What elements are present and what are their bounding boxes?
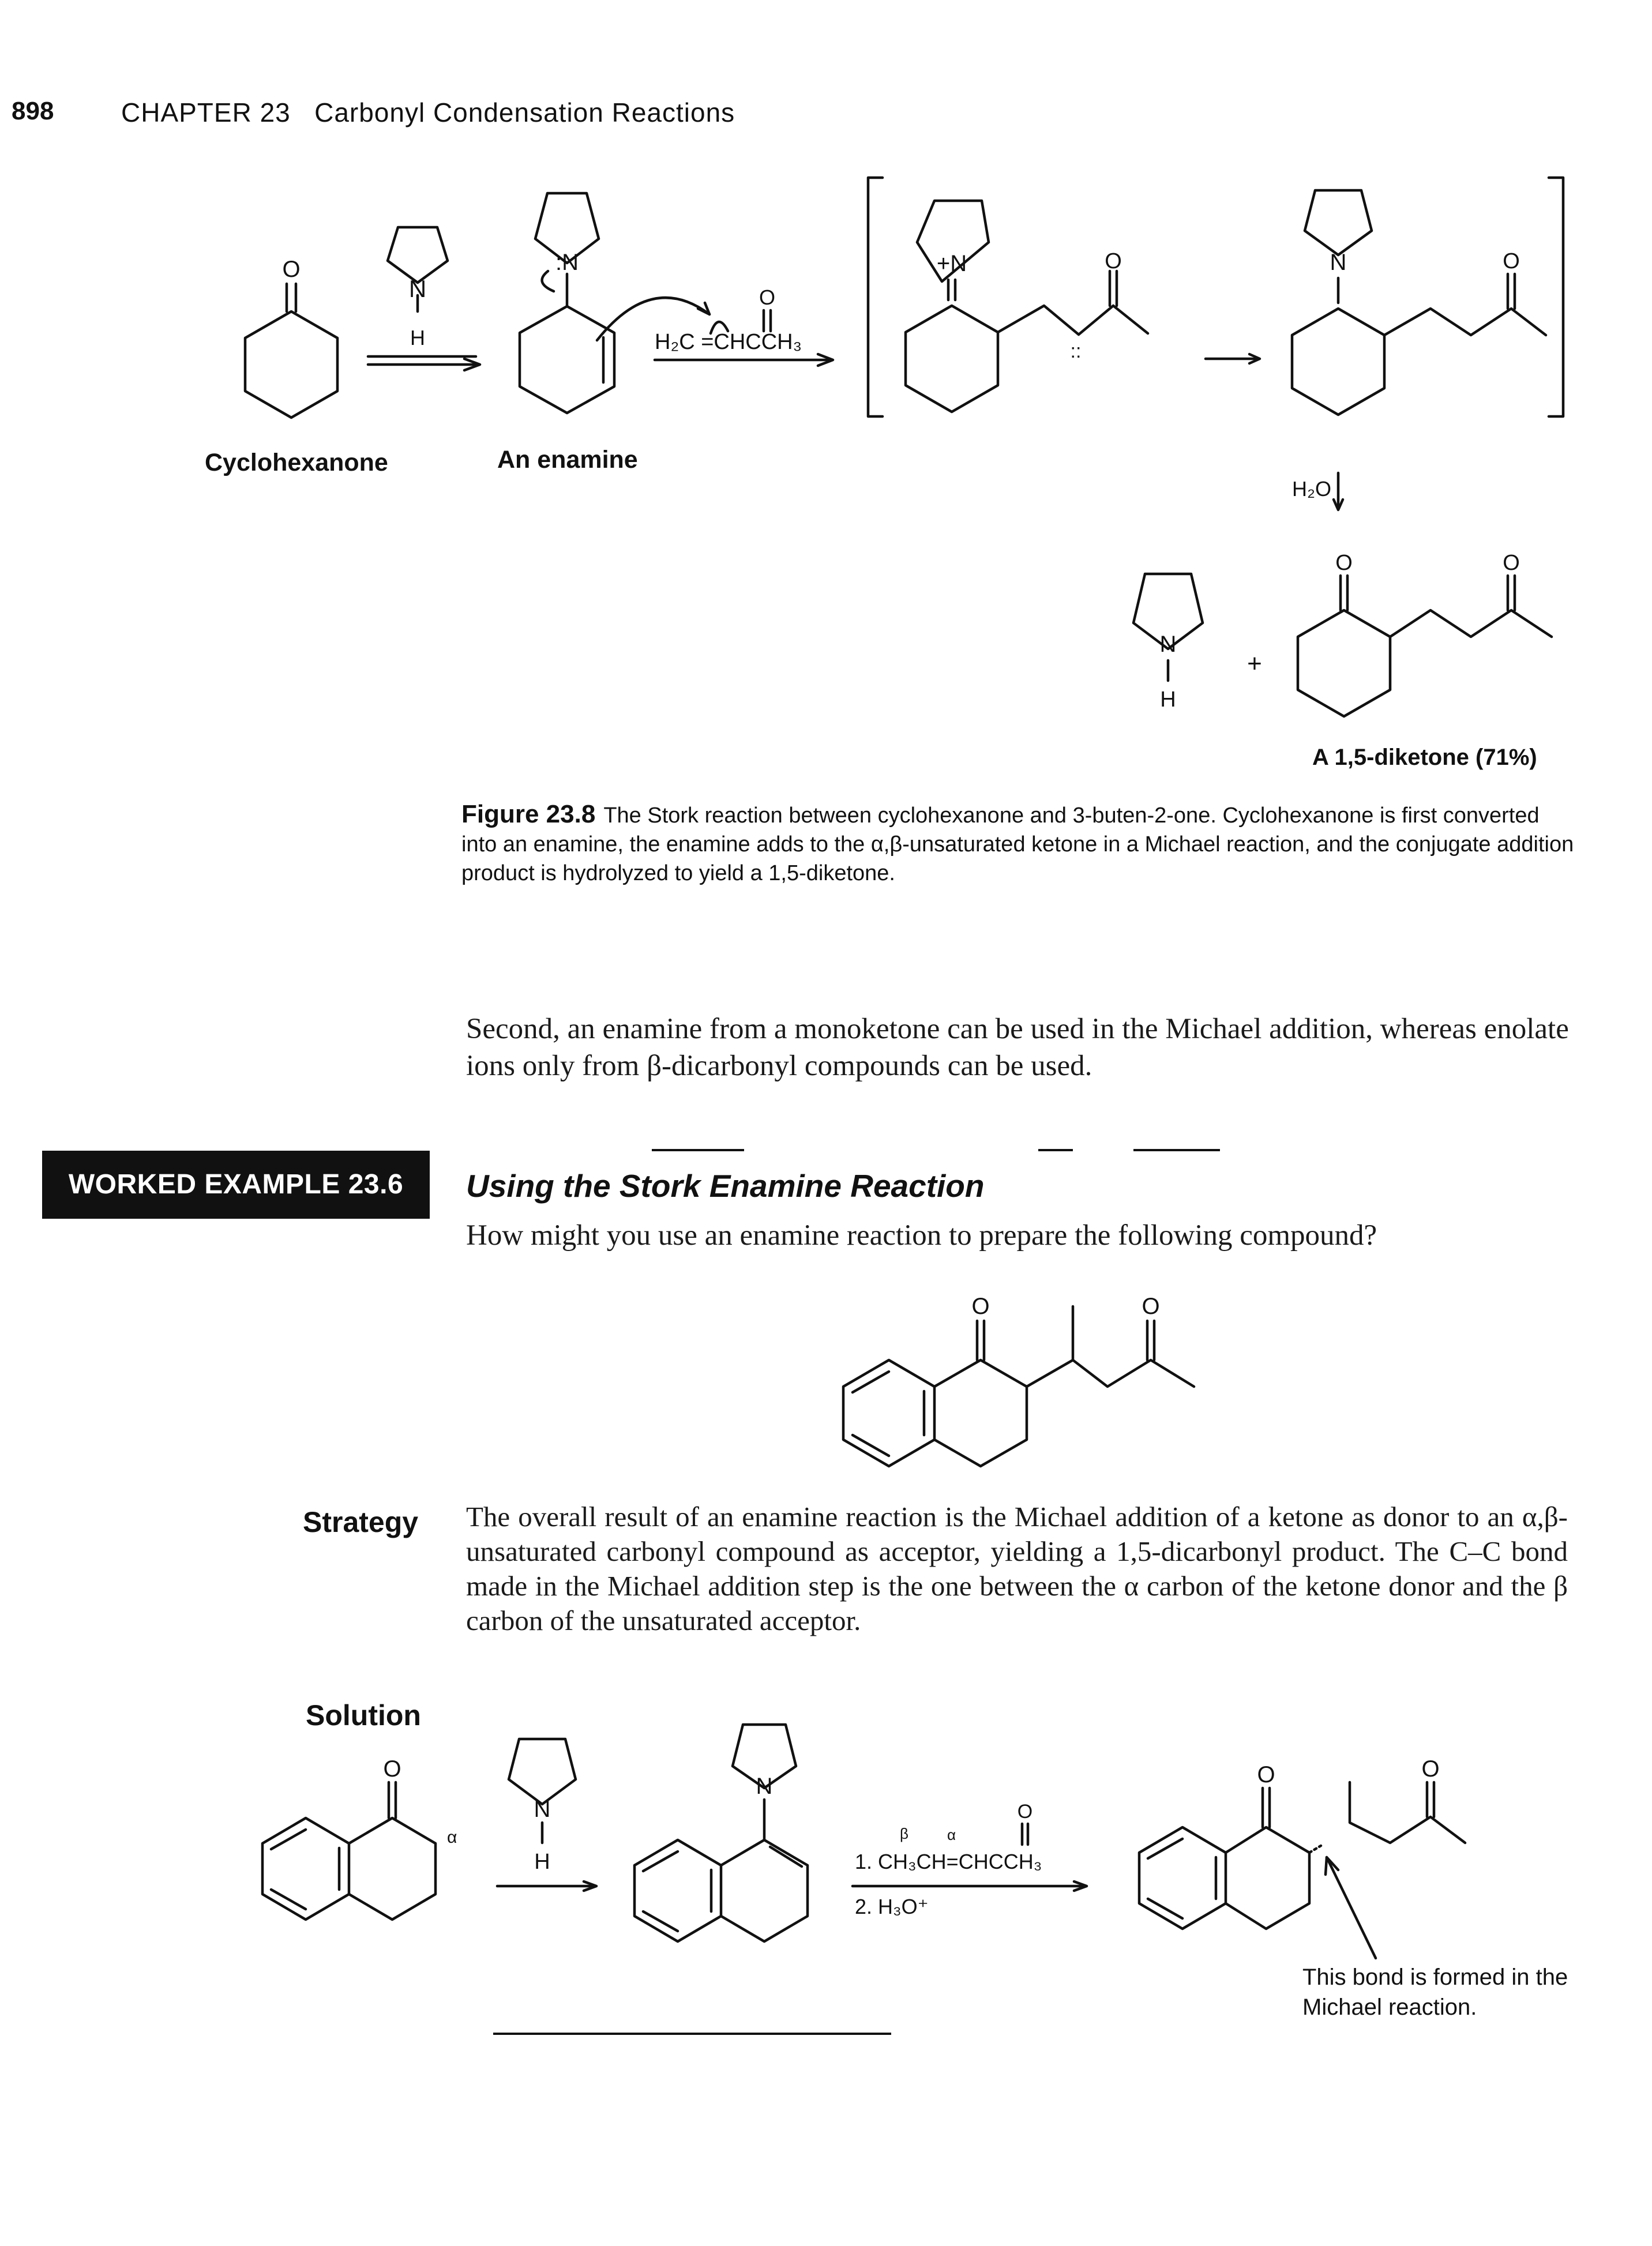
alpha-mark: α bbox=[447, 1828, 457, 1847]
michael-reagents: β α O 1. CH₃CH=CHCCH₃ 2. H₃O⁺ bbox=[851, 1801, 1088, 1918]
plus-sign: + bbox=[1247, 649, 1262, 678]
atom-n-lone-pair: :N bbox=[555, 250, 579, 275]
bond-formed-note: This bond is formed in the Michael react… bbox=[1302, 1965, 1568, 2020]
cyclohexanone-label: Cyclohexanone bbox=[205, 449, 388, 476]
enamine-structure: :N H₂C =CHCCH₃ O bbox=[518, 191, 835, 415]
solution-label: Solution bbox=[306, 1699, 421, 1732]
hydrolysis-products: N H + O O bbox=[1132, 551, 1553, 718]
atom-n: N bbox=[756, 1774, 773, 1799]
atom-o: O bbox=[1503, 249, 1520, 273]
worked-example-title: Using the Stork Enamine Reaction bbox=[466, 1168, 985, 1204]
atom-n: N bbox=[409, 275, 426, 302]
body-paragraph: Second, an enamine from a monoketone can… bbox=[466, 1013, 1569, 1082]
atom-o: O bbox=[1421, 1756, 1439, 1782]
atom-n-plus: +N bbox=[937, 251, 967, 276]
footer-rule bbox=[493, 2033, 891, 2035]
figure-caption-text: The Stork reaction between cyclohexanone… bbox=[461, 803, 1574, 885]
worked-example-badge: WORKED EXAMPLE 23.6 bbox=[42, 1151, 430, 1219]
atom-o: O bbox=[282, 257, 300, 282]
chapter-label: CHAPTER 23 bbox=[121, 97, 291, 127]
michael-acceptor-reagent: H₂C =CHCCH₃ bbox=[655, 330, 802, 354]
reagent-step-2: 2. H₃O⁺ bbox=[855, 1895, 929, 1918]
page-number: 898 bbox=[12, 97, 54, 125]
chapter-title: Carbonyl Condensation Reactions bbox=[314, 97, 735, 127]
strategy-text: The overall result of an enamine reactio… bbox=[466, 1501, 1568, 1636]
atom-h: H bbox=[1160, 688, 1176, 712]
atom-o: O bbox=[1105, 249, 1122, 273]
atom-n: N bbox=[534, 1797, 551, 1822]
enamine-label: An enamine bbox=[497, 446, 638, 474]
atom-o: O bbox=[759, 286, 775, 309]
atom-o: O bbox=[1018, 1801, 1032, 1823]
figure-number: Figure 23.8 bbox=[461, 800, 596, 828]
cyclohexanone-structure: O bbox=[243, 257, 339, 419]
divider bbox=[1133, 1149, 1220, 1151]
atom-o: O bbox=[1257, 1762, 1275, 1787]
bracketed-intermediates: +N O :: N O bbox=[866, 176, 1565, 418]
reagent-step-1: 1. CH₃CH=CHCCH₃ bbox=[855, 1850, 1042, 1873]
pyrrolidine-reagent: N H bbox=[366, 226, 482, 372]
carbanion-dots: :: bbox=[1071, 340, 1082, 362]
atom-o: O bbox=[1335, 551, 1353, 575]
stork-reaction-scheme: O N H :N H₂C =CHCCH₃ O +N O :: bbox=[243, 176, 1565, 718]
worked-example-question: How might you use an enamine reaction to… bbox=[466, 1219, 1377, 1252]
target-compound: O O bbox=[842, 1294, 1196, 1468]
water-label: H₂O bbox=[1292, 477, 1331, 501]
atom-o: O bbox=[1142, 1294, 1159, 1319]
alpha-mark: α bbox=[947, 1826, 956, 1843]
atom-n: N bbox=[1330, 250, 1347, 275]
hydrolysis-step: H₂O bbox=[1292, 471, 1345, 512]
pyrrolidine-reagent: N H bbox=[495, 1737, 598, 1892]
atom-n: N bbox=[1160, 632, 1177, 657]
divider bbox=[1038, 1149, 1073, 1151]
bond-pointer-arrow bbox=[1325, 1856, 1377, 1960]
atom-o: O bbox=[971, 1294, 989, 1319]
strategy-label: Strategy bbox=[303, 1506, 419, 1538]
diketone-label: A 1,5-diketone (71%) bbox=[1312, 745, 1537, 770]
running-header: CHAPTER 23 Carbonyl Condensation Reactio… bbox=[121, 97, 735, 128]
tetralone-structure: O α bbox=[261, 1756, 457, 1921]
atom-o: O bbox=[1503, 551, 1520, 575]
atom-o: O bbox=[383, 1756, 401, 1782]
solution-product: O O bbox=[1137, 1756, 1467, 1960]
enamine-product: N bbox=[633, 1723, 809, 1943]
beta-mark: β bbox=[900, 1825, 908, 1842]
solution-scheme: O α N H N β α O 1. CH₃CH=CHCCH₃ 2. H₃O⁺ … bbox=[261, 1723, 1467, 1960]
atom-h: H bbox=[410, 326, 425, 350]
atom-h: H bbox=[534, 1850, 550, 1874]
divider bbox=[652, 1149, 744, 1151]
